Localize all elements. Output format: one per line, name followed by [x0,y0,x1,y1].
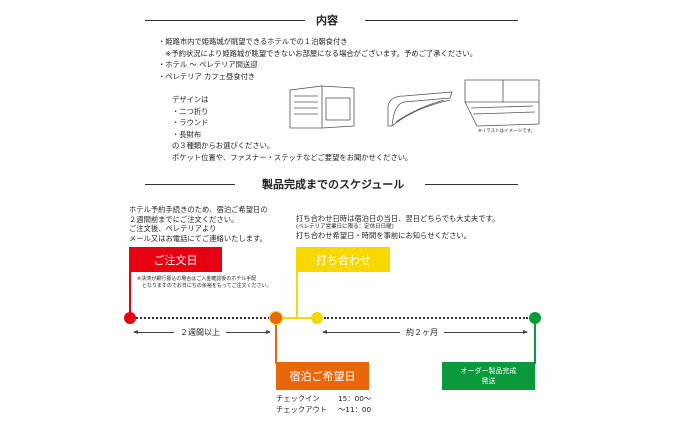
line: ２週間前までにご注文ください。 [129,214,239,224]
line: ポケット位置や、ファスナー・ステッチなどご要望をお聞かせください。 [172,152,413,162]
span-label: 約２ヶ月 [400,327,444,338]
meeting-box: 打ち合わせ [297,247,390,272]
line: ご注文後、ペレテリアより [129,224,217,233]
line: デザインは [172,95,209,104]
illustration-note: ※イラストはイメージです。 [478,129,536,134]
line: (ペレテリア営業日に限る：定休日日曜) [296,224,394,230]
complete-dot [529,312,541,324]
line: オーダー製品完成 [460,367,517,375]
bifold-wallet-illustration [289,85,355,129]
checkin-label: チェックイン [276,394,320,403]
schedule-heading: 製品完成までのスケジュール [262,178,405,191]
timeline-solid [281,317,313,319]
completion-box: オーダー製品完成 発送 [442,362,535,390]
line: ホテル予約手続きのため、宿泊ご希望日の [129,205,268,214]
bullet: ・ホテル 〜 ペレテリア間送迎 [158,60,258,69]
line: 発送 [481,377,496,385]
design-text: デザインは ・二つ折り ・ラウンド ・長財布 の３種類からお選びください。 ポケ… [172,94,412,163]
timeline-dotted [136,317,270,319]
order-stem [129,247,131,317]
line: ※決済が銀行振込の場合はご入金確認後のホテル手配 [137,276,257,282]
stay-dot [269,311,283,325]
meeting-stem [296,247,298,317]
checkout-label: チェックアウト [276,405,328,414]
checkout-value: 〜11：00 [338,405,372,414]
divider [425,184,518,185]
stay-date-box: 宿泊ご希望日 [276,362,369,390]
order-description: ホテル予約手続きのため、宿泊ご希望日の ２週間前までにご注文ください。 ご注文後… [129,205,268,243]
order-note: ※決済が銀行振込の場合はご入金確認後のホテル手配 となりますのでお日にちの余裕を… [137,276,272,290]
round-wallet-illustration [387,91,453,127]
checkin-value: 15：00〜 [338,394,372,403]
order-date-box: ご注文日 [129,247,222,272]
divider [145,184,235,185]
long-wallet-illustration [464,79,540,127]
line: 打ち合わせ希望日・時間を事前にお知らせください。 [296,231,471,240]
bullet: ・ペレテリア カフェ昼食付き [158,71,256,81]
line: メール又はお電話にてご連絡いたします。 [129,233,267,243]
line: ・二つ折り [172,106,209,116]
meeting-dot [311,312,323,324]
meeting-description: 打ち合わせ日時は宿泊日の当日、翌日どちらでも大丈夫です。 (ペレテリア営業日に限… [296,214,499,241]
contents-heading: 内容 [316,14,338,27]
line: ・長財布 [172,129,202,139]
check-times: チェックイン 15：00〜 チェックアウト 〜11：00 [276,393,371,415]
bullet: ・姫路市内で姫路城が眺望できるホテルでの１泊朝食付き [158,37,348,46]
span-label: ２週間以上 [174,327,226,338]
divider [145,20,305,21]
line: の３種類からお選びください。 [172,141,275,150]
divider [365,20,518,21]
order-dot [124,312,136,324]
stay-stem [275,318,277,364]
contents-list: ・姫路市内で姫路城が眺望できるホテルでの１泊朝食付き ※予約状況により姫路城が眺… [158,36,477,82]
line: ・ラウンド [172,118,209,127]
complete-stem [534,318,536,364]
line: 打ち合わせ日時は宿泊日の当日、翌日どちらでも大丈夫です。 [296,214,500,223]
line: となりますのでお日にちの余裕をもってご注文ください。 [137,283,272,289]
timeline-dotted [324,317,528,319]
bullet: ※予約状況により姫路城が眺望できないお部屋になる場合がございます。予めご了承くだ… [158,48,478,58]
